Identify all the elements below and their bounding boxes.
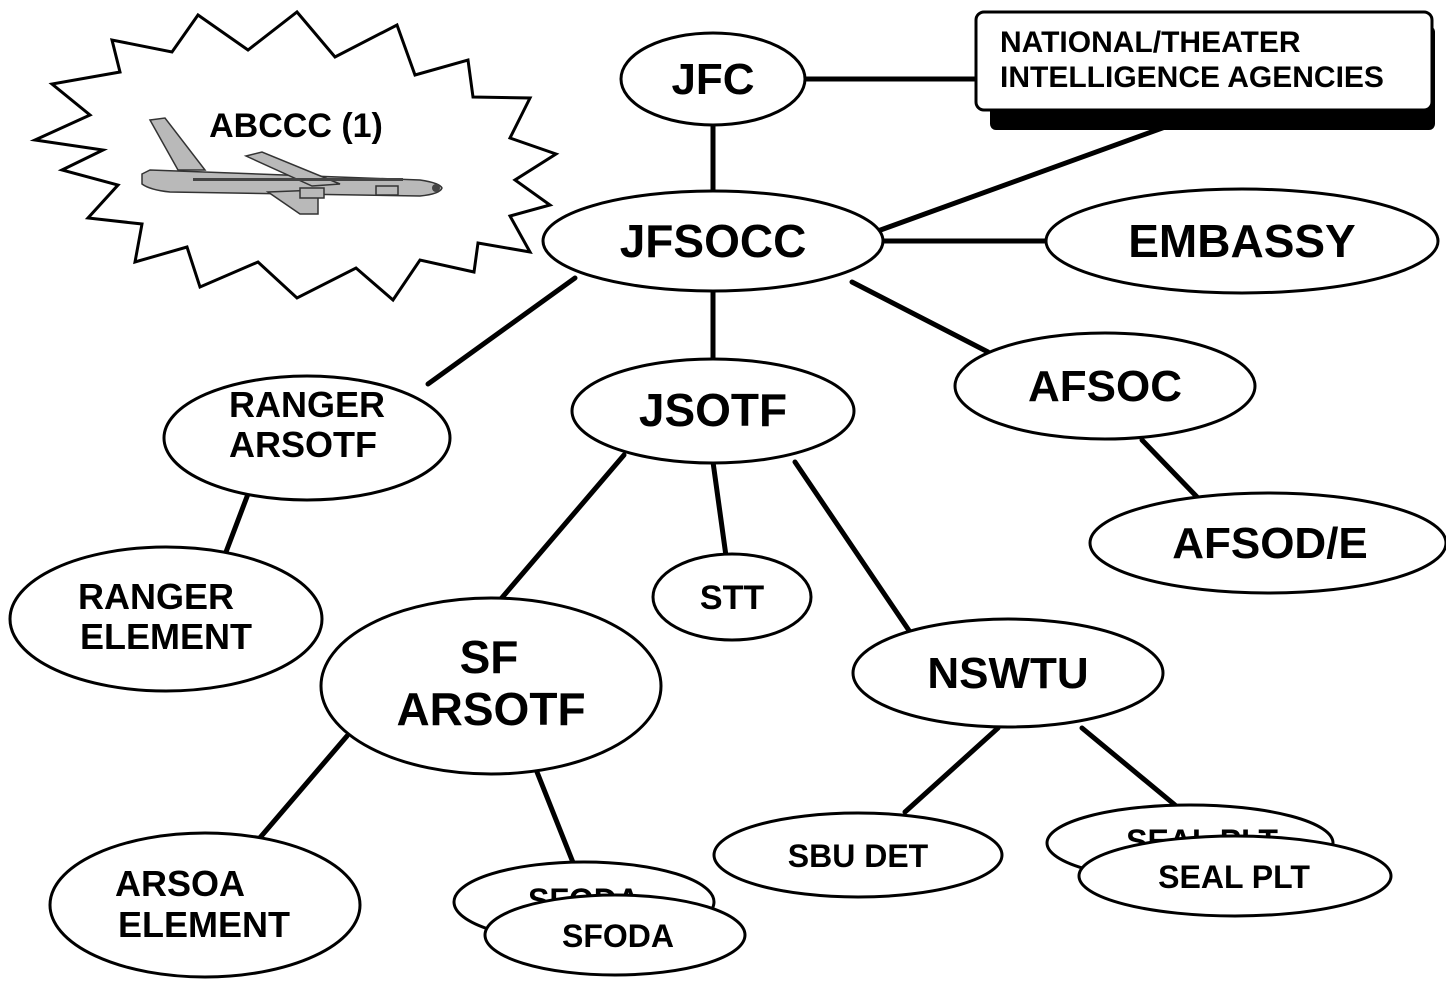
nswtu-label: NSWTU [927, 649, 1088, 698]
sf-arsotf-line1: SF [460, 631, 519, 683]
intelligence-agencies-node: NATIONAL/THEATER INTELLIGENCE AGENCIES [974, 10, 1435, 130]
afsoc-label: AFSOC [1028, 362, 1182, 411]
aircraft-icon [141, 117, 443, 215]
ranger-arsotf-node: RANGER ARSOTF [162, 374, 452, 502]
arsoa-element-node: ARSOA ELEMENT [48, 831, 362, 979]
jsotf-node: JSOTF [570, 357, 856, 465]
arsoa-element-line2: ELEMENT [118, 904, 290, 945]
nswtu-node: NSWTU [851, 617, 1165, 729]
starburst-shape [29, 9, 560, 303]
connector-lines [223, 76, 1201, 868]
sf-arsotf-line2: ARSOTF [396, 683, 585, 735]
edge-nswtu-seal-plt [1079, 725, 1178, 808]
ranger-arsotf-line2: ARSOTF [229, 424, 377, 465]
sfoda-node: SFODA SFODA [452, 860, 747, 977]
sf-arsotf-node: SF ARSOTF [319, 596, 663, 776]
arsoa-element-line1: ARSOA [115, 863, 245, 904]
sbu-det-node: SBU DET [712, 811, 1004, 899]
afsoc-node: AFSOC [953, 331, 1257, 441]
edge-sf-arsotf-arsoa-element [255, 733, 350, 843]
sbu-det-label: SBU DET [788, 838, 929, 874]
edge-nswtu-sbu-det [902, 725, 1001, 815]
edge-jsotf-stt [710, 459, 729, 559]
ranger-element-line2: ELEMENT [80, 616, 252, 657]
edge-sf-arsotf-sfoda [534, 769, 577, 868]
edge-ranger-arsotf-ranger-element [223, 491, 251, 555]
jfc-label: JFC [671, 55, 754, 104]
jfsocc-label: JFSOCC [620, 215, 807, 267]
seal-plt-front-ellipse [1077, 834, 1393, 918]
edge-jfsocc-afsoc [849, 279, 991, 355]
sfoda-front-label: SFODA [562, 918, 674, 954]
ranger-element-node: RANGER ELEMENT [8, 545, 324, 693]
edge-jfsocc-ranger-arsotf [425, 275, 578, 387]
edge-jsotf-nswtu [792, 459, 913, 635]
intelligence-agencies-line1: NATIONAL/THEATER [1000, 26, 1301, 59]
afsode-node: AFSOD/E [1088, 491, 1446, 595]
abccc-label: ABCCC (1) [209, 107, 383, 145]
intelligence-agencies-line2: INTELLIGENCE AGENCIES [1000, 61, 1384, 94]
abccc-node: ABCCC (1) [29, 9, 560, 303]
edge-jsotf-sf-arsotf [497, 452, 627, 603]
ranger-element-line1: RANGER [78, 576, 234, 617]
jfsocc-node: JFSOCC [541, 189, 885, 293]
edge-jfsocc-intel [872, 115, 1193, 235]
embassy-node: EMBASSY [1044, 187, 1440, 295]
afsode-label: AFSOD/E [1172, 519, 1368, 568]
edge-afsoc-afsode [1139, 437, 1201, 501]
sfoda-front-ellipse [483, 893, 747, 977]
jfc-node: JFC [619, 31, 807, 127]
embassy-label: EMBASSY [1128, 215, 1355, 267]
stt-label: STT [700, 579, 764, 617]
seal-plt-front-label: SEAL PLT [1158, 859, 1310, 895]
ranger-arsotf-line1: RANGER [229, 384, 385, 425]
intelligence-agencies-box [974, 10, 1434, 112]
jsotf-label: JSOTF [639, 384, 787, 436]
stt-node: STT [651, 552, 813, 642]
seal-plt-node: SEAL PLT SEAL PLT [1045, 803, 1393, 918]
